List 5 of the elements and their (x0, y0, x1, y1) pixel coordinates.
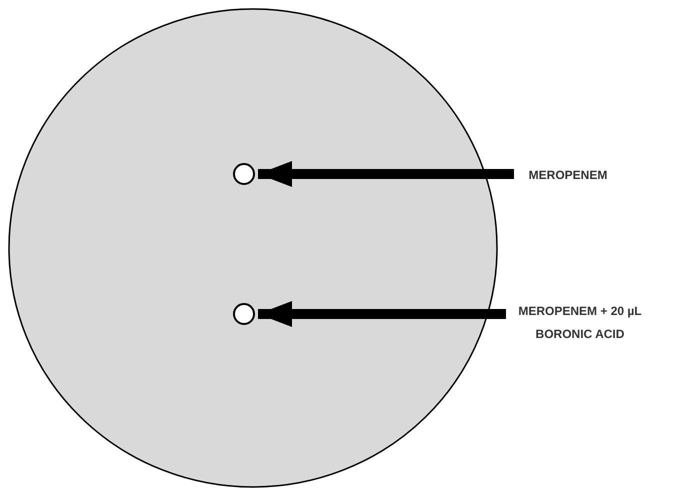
drug-label: MEROPENEM (518, 164, 618, 184)
petri-dish (8, 8, 498, 488)
arrow (258, 161, 514, 187)
arrow (258, 301, 506, 327)
drug-label: MEROPENEM + 20 µL BORONIC ACID (510, 300, 650, 366)
